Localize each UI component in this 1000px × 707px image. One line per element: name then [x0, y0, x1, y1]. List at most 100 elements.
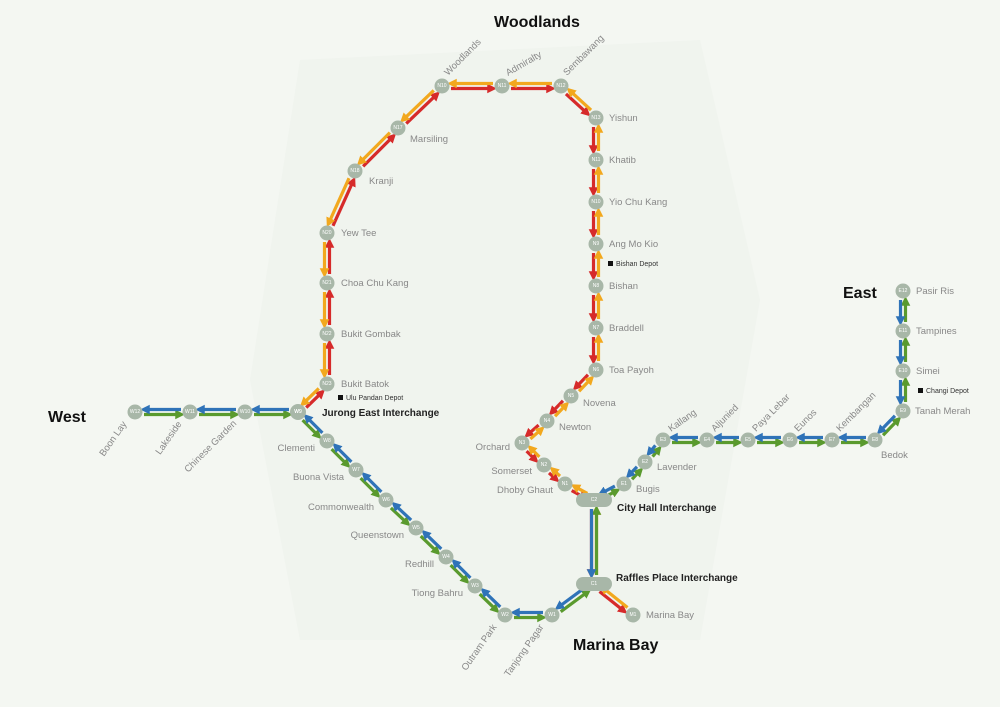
station-khatib[interactable]: N11 — [588, 152, 604, 168]
station-tampines[interactable]: E11 — [895, 323, 911, 339]
station-bugis[interactable]: E1 — [616, 476, 632, 492]
station-bukit-gombak[interactable]: N22 — [319, 326, 335, 342]
station-marker[interactable] — [378, 492, 394, 508]
station-kembangan[interactable]: E7 — [824, 432, 840, 448]
station-marker[interactable] — [539, 413, 555, 429]
station-marsiling[interactable]: N17 — [390, 120, 406, 136]
station-lakeside[interactable]: W11 — [182, 404, 198, 420]
station-queenstown[interactable]: W5 — [408, 520, 424, 536]
station-marker[interactable] — [655, 432, 671, 448]
station-pasir-ris[interactable]: E12 — [895, 283, 911, 299]
station-tanjong-pagar[interactable]: W1 — [544, 607, 560, 623]
track-arrow-orange-yishun-sembawang — [566, 87, 593, 112]
station-bukit-batok[interactable]: N23 — [319, 376, 335, 392]
track-arrow-blue-redhill-queenstown — [421, 529, 443, 551]
station-novena[interactable]: N5 — [563, 388, 579, 404]
station-choa-chu-kang[interactable]: N21 — [319, 275, 335, 291]
station-marker[interactable] — [588, 194, 604, 210]
station-marker[interactable] — [824, 432, 840, 448]
station-marker[interactable] — [319, 225, 335, 241]
station-label-bukit-batok: Bukit Batok — [341, 379, 389, 390]
station-sembawang[interactable]: N12 — [553, 78, 569, 94]
station-marker[interactable] — [895, 363, 911, 379]
station-marker[interactable] — [553, 78, 569, 94]
station-marker[interactable] — [895, 323, 911, 339]
station-marker[interactable] — [536, 457, 552, 473]
station-marker[interactable] — [319, 275, 335, 291]
station-orchard[interactable]: N3 — [514, 435, 530, 451]
station-marker[interactable] — [497, 607, 513, 623]
station-marina-bay[interactable]: M1 — [625, 607, 641, 623]
station-marker[interactable] — [557, 476, 573, 492]
station-clementi[interactable]: W8 — [319, 433, 335, 449]
station-marker[interactable] — [290, 404, 306, 420]
station-marker[interactable] — [699, 432, 715, 448]
station-marker[interactable] — [588, 110, 604, 126]
station-dhoby-ghaut[interactable]: N1 — [557, 476, 573, 492]
station-toa-payoh[interactable]: N6 — [588, 362, 604, 378]
station-marker[interactable] — [867, 432, 883, 448]
station-jurong-east[interactable]: W9 — [290, 404, 306, 420]
station-buona-vista[interactable]: W7 — [348, 462, 364, 478]
station-braddell[interactable]: N7 — [588, 320, 604, 336]
station-yio-chu-kang[interactable]: N10 — [588, 194, 604, 210]
station-marker[interactable] — [390, 120, 406, 136]
station-marker[interactable] — [637, 454, 653, 470]
station-marker[interactable] — [895, 403, 911, 419]
station-marker[interactable] — [514, 435, 530, 451]
station-marker[interactable] — [494, 78, 510, 94]
station-marker[interactable] — [438, 549, 454, 565]
station-ang-mo-kio[interactable]: N9 — [588, 236, 604, 252]
station-commonwealth[interactable]: W6 — [378, 492, 394, 508]
station-yishun[interactable]: N13 — [588, 110, 604, 126]
station-kallang[interactable]: E3 — [655, 432, 671, 448]
station-marker[interactable] — [182, 404, 198, 420]
station-marker[interactable] — [319, 376, 335, 392]
station-eunos[interactable]: E6 — [782, 432, 798, 448]
interchange-raffles-place[interactable] — [576, 577, 612, 591]
station-code: W10 — [240, 409, 251, 415]
station-marker[interactable] — [237, 404, 253, 420]
station-bedok[interactable]: E8 — [867, 432, 883, 448]
interchange-city-hall[interactable] — [576, 493, 612, 507]
station-chinese-garden[interactable]: W10 — [237, 404, 253, 420]
station-marker[interactable] — [588, 362, 604, 378]
station-marker[interactable] — [348, 462, 364, 478]
station-tanah-merah[interactable]: E9 — [895, 403, 911, 419]
station-label-ang-mo-kio: Ang Mo Kio — [609, 239, 658, 250]
station-marker[interactable] — [319, 433, 335, 449]
station-marker[interactable] — [588, 236, 604, 252]
station-marker[interactable] — [563, 388, 579, 404]
track-arrow-orange-woodlands-marsiling — [400, 89, 435, 123]
station-paya-lebar[interactable]: E5 — [740, 432, 756, 448]
station-kranji[interactable]: N18 — [347, 163, 363, 179]
station-marker[interactable] — [467, 578, 483, 594]
station-aljunied[interactable]: E4 — [699, 432, 715, 448]
station-marker[interactable] — [319, 326, 335, 342]
station-marker[interactable] — [782, 432, 798, 448]
station-bishan[interactable]: N8 — [588, 278, 604, 294]
station-boon-lay[interactable]: W12 — [127, 404, 143, 420]
station-tiong-bahru[interactable]: W3 — [467, 578, 483, 594]
station-woodlands[interactable]: N10 — [434, 78, 450, 94]
station-simei[interactable]: E10 — [895, 363, 911, 379]
station-marker[interactable] — [544, 607, 560, 623]
station-marker[interactable] — [434, 78, 450, 94]
station-somerset[interactable]: N2 — [536, 457, 552, 473]
station-marker[interactable] — [625, 607, 641, 623]
station-outram-park[interactable]: W2 — [497, 607, 513, 623]
station-marker[interactable] — [740, 432, 756, 448]
station-admiralty[interactable]: N11 — [494, 78, 510, 94]
station-newton[interactable]: N4 — [539, 413, 555, 429]
station-yew-tee[interactable]: N20 — [319, 225, 335, 241]
station-marker[interactable] — [588, 152, 604, 168]
station-marker[interactable] — [408, 520, 424, 536]
station-marker[interactable] — [895, 283, 911, 299]
station-lavender[interactable]: E2 — [637, 454, 653, 470]
station-marker[interactable] — [616, 476, 632, 492]
station-marker[interactable] — [127, 404, 143, 420]
station-marker[interactable] — [588, 278, 604, 294]
station-marker[interactable] — [588, 320, 604, 336]
station-redhill[interactable]: W4 — [438, 549, 454, 565]
station-marker[interactable] — [347, 163, 363, 179]
